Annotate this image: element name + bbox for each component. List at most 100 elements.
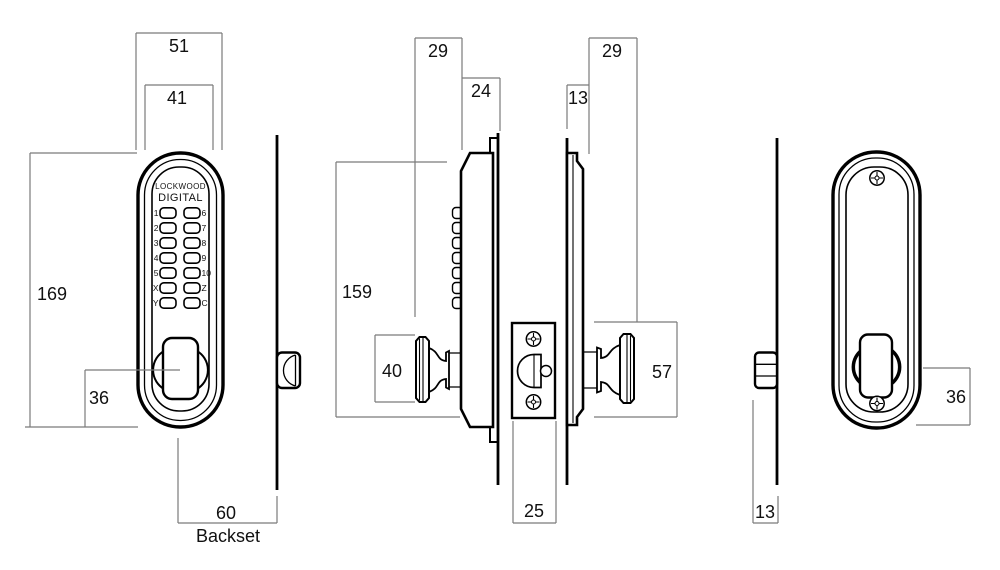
brand-line1: LOCKWOOD <box>155 182 206 191</box>
latch-projection <box>753 351 779 390</box>
knob-rose-lines <box>449 352 461 388</box>
dim-36-front: 36 <box>89 388 109 408</box>
interior-panel <box>845 166 909 413</box>
key-1 <box>159 207 177 220</box>
dim-line-159 <box>335 161 460 418</box>
front-exterior-view: LOCKWOOD DIGITAL 1 6 2 7 3 8 4 <box>85 151 225 429</box>
latch-faceplate <box>510 321 557 420</box>
interior-screw-bottom <box>869 395 885 412</box>
interior-screw-top <box>869 170 885 186</box>
backset-label: Backset <box>196 526 260 546</box>
key-label-1: 1 <box>154 208 159 218</box>
dim-29-ext: 29 <box>428 41 448 61</box>
interior-knob-profile <box>584 333 635 404</box>
knob-face <box>161 336 200 401</box>
key-7 <box>183 222 201 235</box>
key-label-9: 9 <box>202 253 207 263</box>
thumbturn-face <box>858 333 894 399</box>
keypad-labels: 1 6 2 7 3 8 4 9 5 10 X Z Y C <box>153 208 211 308</box>
dim-29-int: 29 <box>602 41 622 61</box>
dimension-lines <box>25 32 971 524</box>
interior-side-plate <box>565 151 585 427</box>
key-label-6: 6 <box>202 208 207 218</box>
key-label-3: 3 <box>154 238 159 248</box>
door-section <box>496 133 569 485</box>
exterior-knob-profile <box>415 336 461 403</box>
key-label-10: 10 <box>202 268 212 278</box>
key-c <box>183 296 201 309</box>
key-label-7: 7 <box>202 223 207 233</box>
key-x <box>159 281 177 294</box>
interior-plate-inner-line <box>838 157 915 423</box>
key-3 <box>159 237 177 250</box>
side-exterior-view <box>415 137 498 443</box>
knob-vane-detail <box>418 337 424 402</box>
key-2 <box>159 222 177 235</box>
latch-bolt-pin <box>539 364 553 378</box>
key-5 <box>159 266 177 279</box>
front-door-edge <box>275 135 302 490</box>
key-label-z: Z <box>202 283 207 293</box>
key-10 <box>183 266 201 279</box>
key-8 <box>183 237 201 250</box>
exterior-body-inner-line <box>143 158 218 422</box>
latch-bolt-front <box>275 351 302 390</box>
key-z <box>183 281 201 294</box>
dim-60: 60 <box>216 503 236 523</box>
key-label-x: X <box>153 283 159 293</box>
turn-vane-detail <box>626 334 632 403</box>
turn-neck <box>596 343 621 397</box>
dim-57: 57 <box>652 362 672 382</box>
latch-projection-bands <box>755 363 777 377</box>
front-interior-view <box>753 138 922 485</box>
dim-36-int: 36 <box>946 387 966 407</box>
dim-13-int: 13 <box>568 88 588 108</box>
key-4 <box>159 252 177 265</box>
faceplate-screw-top <box>525 331 542 347</box>
side-interior-view <box>565 151 635 427</box>
faceplate-screw-bottom <box>525 394 542 410</box>
interior-thumbturn <box>851 333 902 399</box>
dim-40: 40 <box>382 361 402 381</box>
dim-line-40 <box>374 334 415 403</box>
key-label-c: C <box>202 298 208 308</box>
latch-bolt-curve <box>282 354 297 387</box>
dim-169: 169 <box>37 284 67 304</box>
dim-line-36-int <box>916 367 971 426</box>
turn-rose-lines <box>584 351 597 389</box>
exterior-mount-tabs <box>489 137 498 443</box>
dim-line-57 <box>594 321 678 418</box>
keypad-buttons <box>159 207 201 309</box>
brand-line2: DIGITAL <box>158 192 203 204</box>
dim-line-25 <box>512 421 557 524</box>
dim-line-24 <box>461 77 501 150</box>
key-label-5: 5 <box>154 268 159 278</box>
dim-line-41 <box>144 84 214 150</box>
keypad-panel <box>151 166 210 412</box>
dim-13-latch: 13 <box>755 502 775 522</box>
dim-51: 51 <box>169 36 189 56</box>
key-label-8: 8 <box>202 238 207 248</box>
dim-25: 25 <box>524 501 544 521</box>
key-y <box>159 296 177 309</box>
dim-line-29-int <box>588 37 638 322</box>
dim-line-51 <box>135 32 223 150</box>
key-label-2: 2 <box>154 223 159 233</box>
dim-line-169 <box>25 152 138 428</box>
dimension-labels: 51 41 169 36 60 Backset 29 24 159 40 25 … <box>37 36 966 546</box>
dim-24: 24 <box>471 81 491 101</box>
dim-line-backset <box>177 438 278 524</box>
key-label-4: 4 <box>154 253 159 263</box>
exterior-body-outline <box>136 151 225 429</box>
dim-line-29-ext <box>414 37 463 317</box>
key-6 <box>183 207 201 220</box>
exterior-side-body <box>459 151 495 429</box>
dim-41: 41 <box>167 88 187 108</box>
knob-neck <box>428 346 450 394</box>
key-label-y: Y <box>153 298 159 308</box>
latch-projection-outline <box>753 351 779 390</box>
key-9 <box>183 252 201 265</box>
dim-line-13-latch <box>752 400 779 524</box>
